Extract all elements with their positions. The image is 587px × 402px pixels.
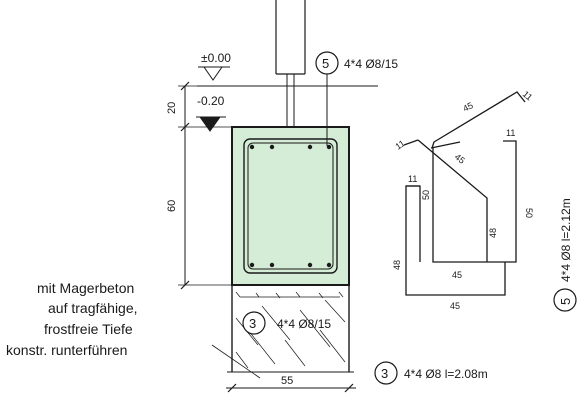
level-bottom-label: -0.20 — [197, 94, 225, 108]
callout-3-footing: 3 4*4 Ø8/15 — [242, 311, 331, 335]
dim-upper-label: 20 — [166, 102, 178, 114]
callout-3-right-number: 3 — [381, 366, 388, 381]
dim-footing-height-label: 60 — [166, 200, 178, 212]
level-top-label: ±0.00 — [201, 51, 231, 65]
column — [275, 0, 306, 75]
concrete-footing — [231, 126, 350, 286]
bar5-top-long: 45 — [461, 100, 475, 114]
callout-5-spec: 4*4 Ø8/15 — [344, 57, 398, 71]
magerbeton-note: mit Magerbeton auf tragfähige, frostfrei… — [6, 280, 261, 379]
callout-5-length-spec: 4*4 Ø8 l=2.12m — [559, 198, 573, 282]
horizontal-dimension: 55 — [226, 375, 356, 393]
note-line-4: konstr. runterführen — [6, 342, 127, 358]
callout-5-right-number: 5 — [558, 298, 573, 305]
bar5-bottom-in: 48 — [488, 228, 498, 238]
bar3-hook: 11 — [408, 174, 417, 184]
level-marker-bottom: -0.20 — [196, 94, 226, 132]
callout-5-top: 5 4*4 Ø8/15 — [315, 51, 398, 146]
bar3-inner-vert: 50 — [421, 190, 431, 200]
bar5-top-hook-label: 11 — [506, 128, 515, 138]
note-line-3: frostfreie Tiefe — [44, 321, 133, 337]
rebar-dots-bottom — [249, 262, 332, 268]
bar5-hook-right: 11 — [521, 89, 535, 103]
vertical-dimension: 20 60 — [166, 81, 232, 290]
bar-shape-3 — [405, 185, 506, 296]
note-line-1: mit Magerbeton — [37, 280, 134, 296]
callout-3-length-spec: 4*4 Ø8 l=2.08m — [404, 367, 488, 381]
bar3-bottom-mid: 45 — [452, 270, 462, 280]
callout-3-right: 3 4*4 Ø8 l=2.08m — [374, 361, 488, 385]
note-line-2: auf tragfähige, — [48, 300, 138, 316]
callout-3-number: 3 — [249, 316, 256, 331]
reinforcement-cage — [243, 138, 338, 274]
callout-3-spec: 4*4 Ø8/15 — [277, 317, 331, 331]
bar3-left-vert: 48 — [392, 260, 402, 270]
callout-5-number: 5 — [322, 56, 329, 71]
dim-width-label: 55 — [281, 375, 293, 387]
bar5-diag: 45 — [453, 152, 467, 166]
bar5-right-vert: 50 — [524, 208, 534, 218]
callout-5-right: 5 4*4 Ø8 l=2.12m — [553, 198, 577, 312]
lean-concrete-zone — [227, 285, 354, 373]
bar3-bottom: 45 — [450, 301, 460, 311]
rebar-dots-top — [249, 144, 332, 150]
bar-shape-5 — [403, 91, 526, 263]
bar5-hook-left: 11 — [393, 138, 406, 152]
level-marker-top: ±0.00 — [198, 51, 231, 81]
